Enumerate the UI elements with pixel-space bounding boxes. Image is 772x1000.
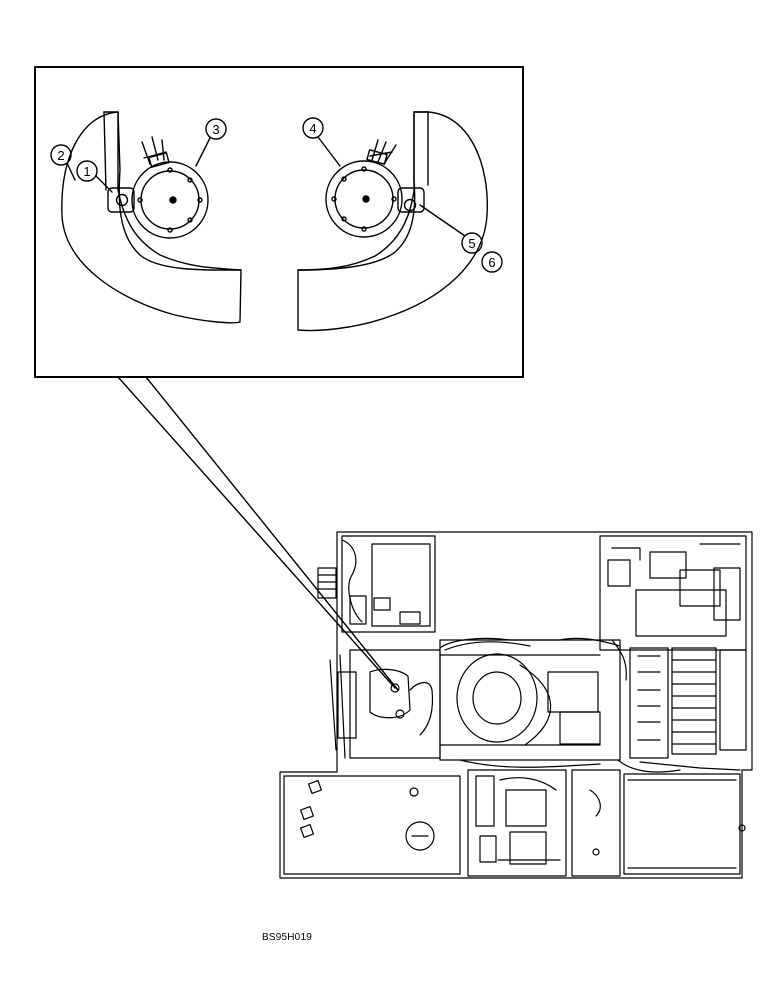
lower-left-compartment xyxy=(283,775,461,875)
lower-right-compartment xyxy=(571,769,621,877)
right-switch-body xyxy=(325,160,403,238)
machine-outline xyxy=(279,531,753,879)
zoom-leader xyxy=(117,376,399,691)
callout-3-label: 3 xyxy=(212,122,219,137)
machine-top-view xyxy=(279,531,753,879)
callout-4-label: 4 xyxy=(309,121,316,136)
left-bracket-outline xyxy=(61,111,242,324)
left-bracket-inner xyxy=(103,111,242,271)
callout-5: 5 xyxy=(419,204,483,254)
inset-frame xyxy=(34,66,524,378)
callout-2-label: 2 xyxy=(57,148,64,163)
callout-4: 4 xyxy=(302,117,341,167)
figure-id-label: BS95H019 xyxy=(262,932,312,943)
upper-left-compartment xyxy=(341,535,436,633)
callout-2: 2 xyxy=(50,144,76,181)
pump-compartment xyxy=(467,769,567,877)
swing-ring xyxy=(456,653,538,743)
callout-6-label: 6 xyxy=(488,255,495,270)
fuel-cap xyxy=(405,821,435,851)
left-mount-bolt xyxy=(115,193,129,207)
right-bracket-outline xyxy=(297,111,488,332)
battery-compartment xyxy=(623,773,741,875)
center-frame xyxy=(439,639,621,761)
callout-5-label: 5 xyxy=(468,236,475,251)
detail-inset: 1 2 3 4 5 6 xyxy=(34,66,524,378)
right-bracket-inner xyxy=(297,111,429,271)
right-mount-tab xyxy=(397,187,425,213)
machine-switch-upper xyxy=(390,683,400,693)
right-mount-bolt xyxy=(403,198,417,212)
left-wires xyxy=(141,136,167,165)
hose-run xyxy=(439,637,621,649)
radiator xyxy=(671,647,717,755)
callout-1-label: 1 xyxy=(83,164,90,179)
left-switch-body xyxy=(131,161,209,239)
callout-3: 3 xyxy=(195,118,227,167)
engine-compartment xyxy=(599,535,747,651)
switch-panel-area xyxy=(349,649,441,759)
callout-6: 6 xyxy=(481,251,503,273)
callout-1: 1 xyxy=(76,160,113,193)
left-mount-tab xyxy=(107,187,135,213)
right-wires xyxy=(369,139,397,165)
machine-switch-lower xyxy=(395,709,405,719)
